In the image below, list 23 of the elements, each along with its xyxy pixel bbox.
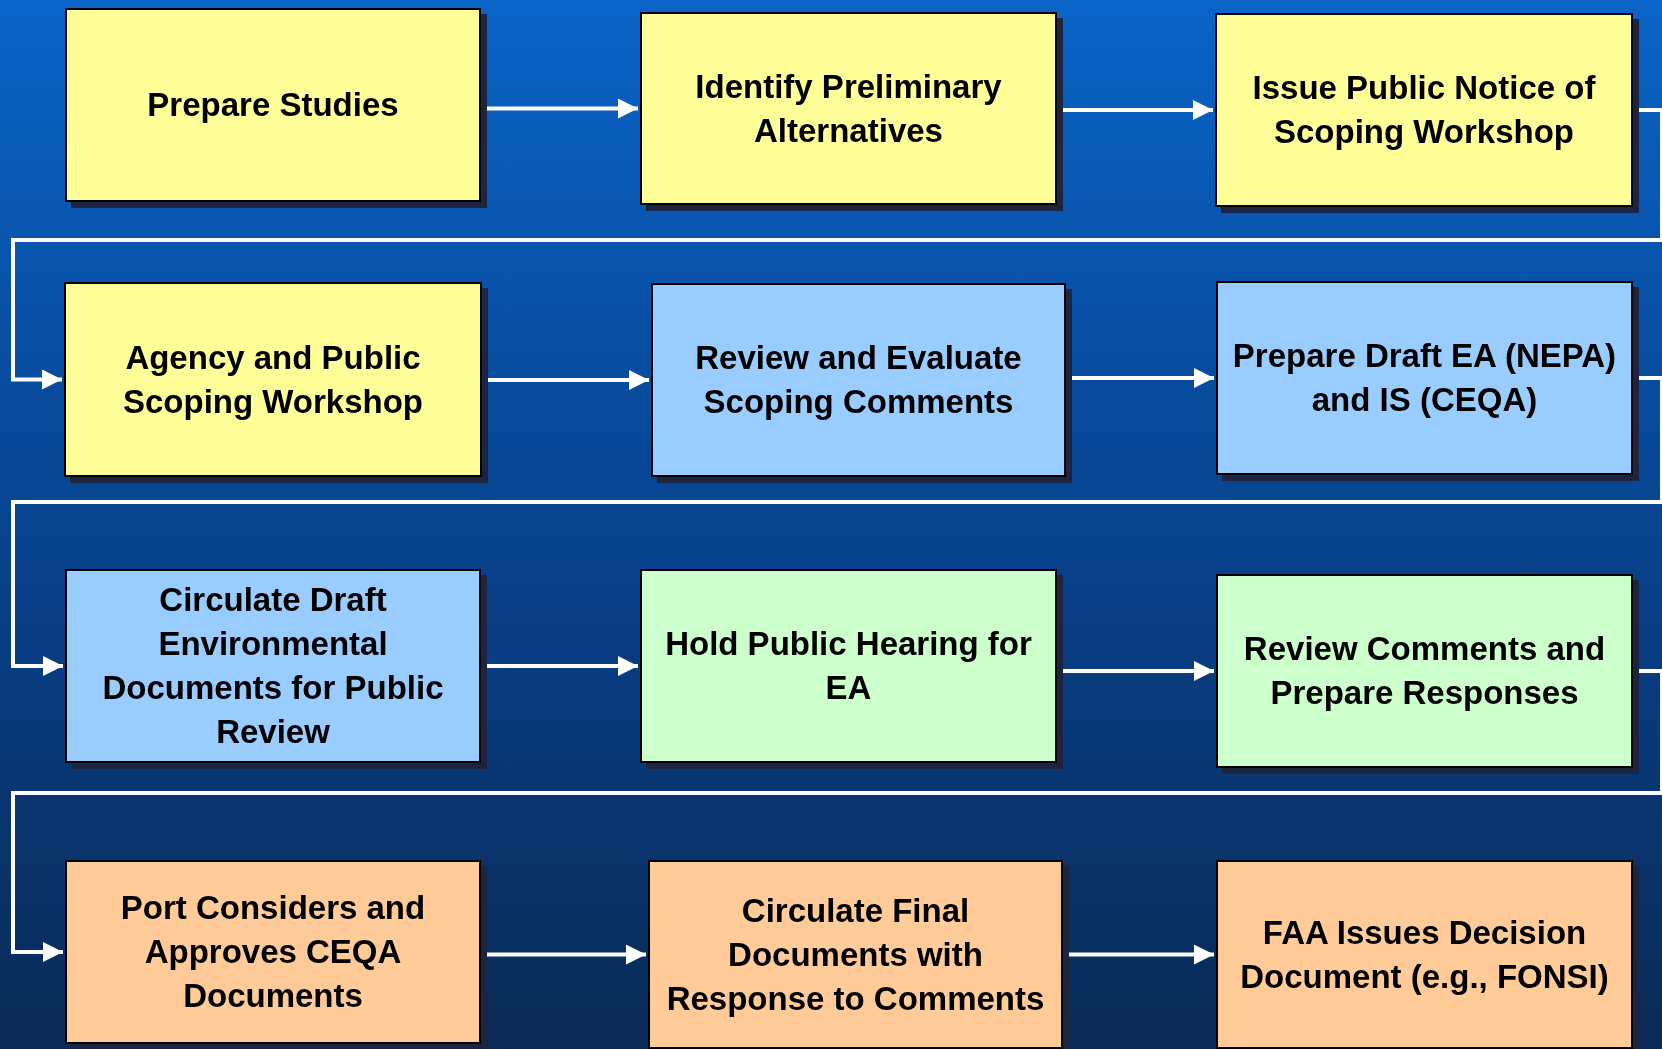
step-label: FAA Issues Decision Document (e.g., FONSI) — [1239, 912, 1610, 997]
arrow — [1068, 944, 1214, 965]
step-label: Prepare Studies — [146, 85, 400, 125]
step-label: Circulate Final Documents with Response to Comments — [665, 890, 1046, 1019]
arrow — [1062, 100, 1213, 120]
step-label: Identify Preliminary Alternatives — [694, 66, 1003, 151]
arrow — [11, 108, 1662, 390]
arrow — [1062, 661, 1214, 681]
step-label: Review Comments and Prepare Responses — [1242, 629, 1607, 713]
arrow — [487, 370, 649, 390]
step-label: Agency and Public Scoping Workshop — [121, 337, 425, 422]
arrow — [486, 944, 646, 965]
arrow — [486, 656, 638, 676]
step-label: Circulate Draft Environmental Documents for Public Review — [101, 580, 445, 752]
step-label: Port Considers and Approves CEQA Documents — [119, 888, 427, 1016]
step-label: Review and Evaluate Scoping Comments — [694, 338, 1023, 422]
arrow — [11, 669, 1662, 962]
arrow — [1071, 368, 1214, 388]
step-label: Issue Public Notice of Scoping Workshop — [1251, 68, 1597, 152]
arrow — [11, 376, 1662, 676]
step-label: Prepare Draft EA (NEPA) and IS (CEQA) — [1231, 336, 1618, 420]
step-label: Hold Public Hearing for EA — [664, 624, 1033, 708]
arrow — [486, 98, 638, 119]
